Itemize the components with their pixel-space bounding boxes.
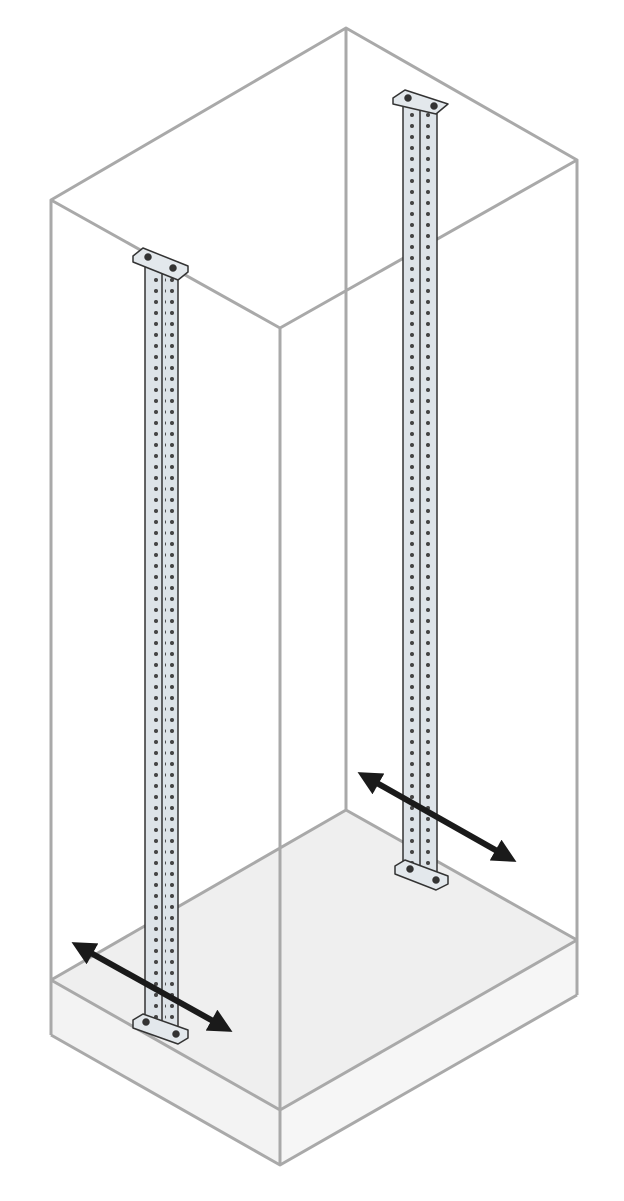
plinth-front-right [280, 940, 577, 1165]
mounting-rail-left [132, 247, 189, 1045]
cabinet-outline [49, 26, 579, 1167]
double-arrow-icon [357, 772, 517, 862]
double-arrow-icon [71, 942, 233, 1032]
rail-top-bracket [392, 89, 449, 115]
mounting-rail-right [392, 89, 449, 891]
